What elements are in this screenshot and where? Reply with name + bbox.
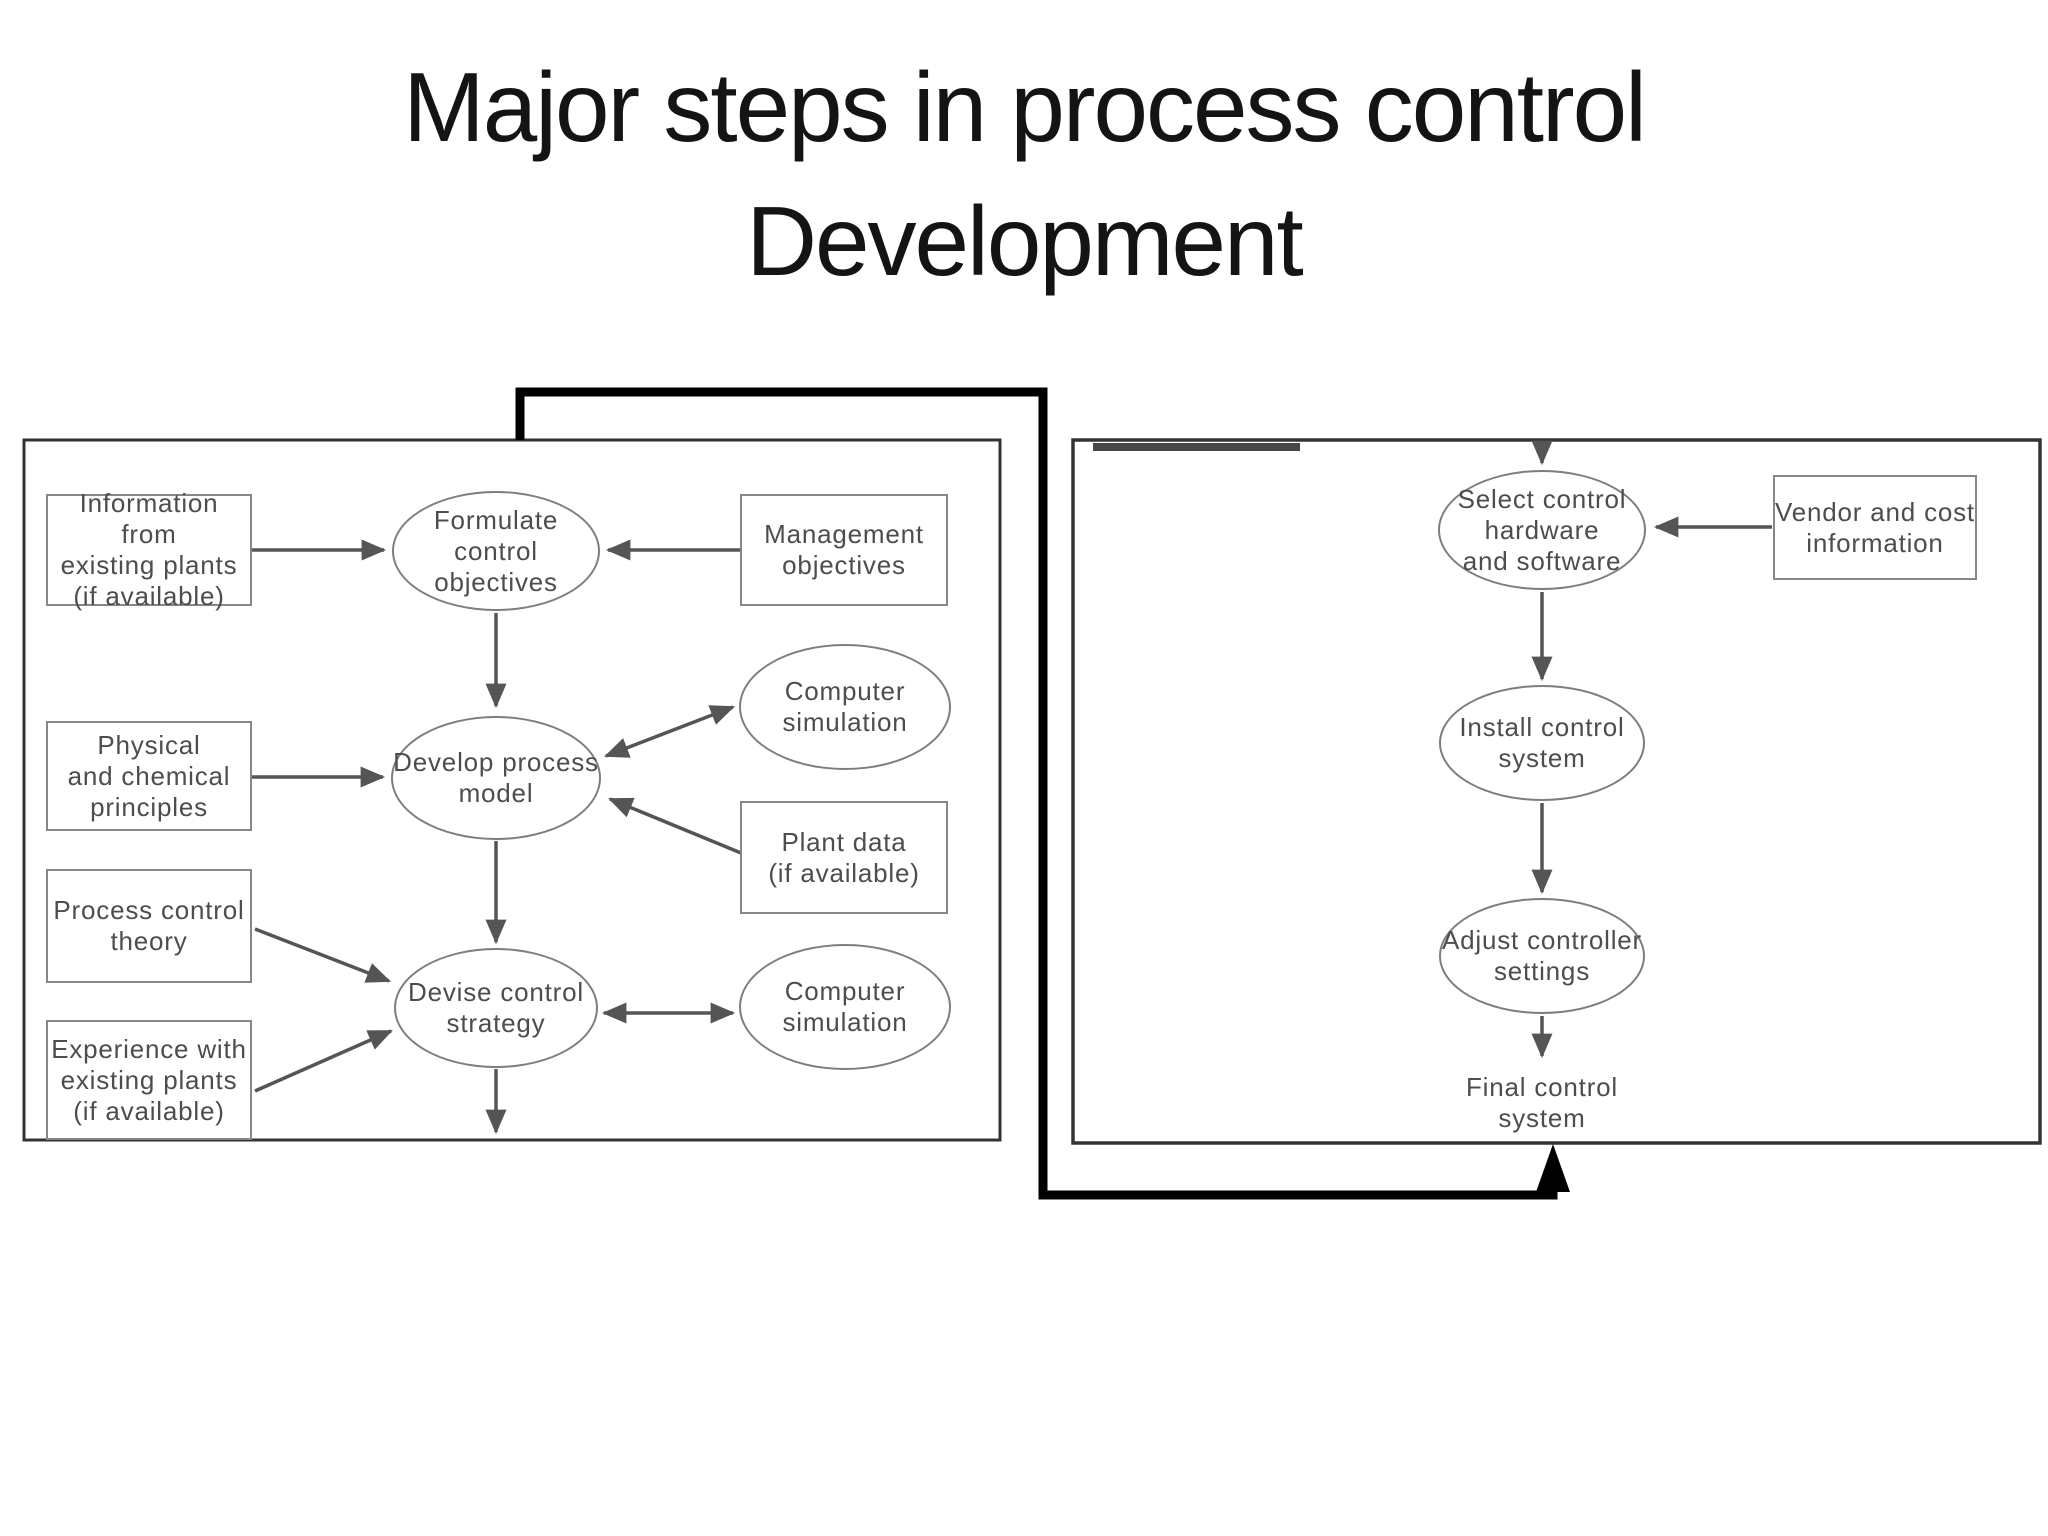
node-label: Develop process model (393, 747, 599, 808)
node-computer-simulation-top: Computer simulation (739, 644, 951, 770)
node-information-from-existing-plants: Information from existing plants (if ava… (46, 488, 252, 611)
node-label: Vendor and cost information (1775, 496, 1975, 558)
node-label: Experience with existing plants (if avai… (51, 1033, 247, 1126)
node-label: Computer simulation (782, 676, 908, 737)
node-label: Computer simulation (782, 976, 908, 1037)
node-label: Formulate control objectives (433, 504, 559, 597)
left-panel-border (22, 438, 1002, 1142)
node-physical-chemical-principles: Physical and chemical principles (46, 721, 252, 831)
node-devise-control-strategy: Devise control strategy (394, 948, 598, 1068)
left-panel-arrows (252, 539, 742, 1135)
connector-loop-arrowhead-icon (1536, 1144, 1570, 1192)
node-label: Final control system (1465, 1072, 1619, 1133)
node-experience-existing-plants: Experience with existing plants (if avai… (46, 1020, 252, 1140)
node-final-control-system: Final control system (1435, 1072, 1649, 1134)
arrow-experience-to-devise (254, 1029, 393, 1093)
slide-title: Major steps in process control Developme… (403, 52, 1647, 296)
node-adjust-controller-settings: Adjust controller settings (1439, 898, 1645, 1014)
node-computer-simulation-bottom: Computer simulation (739, 944, 951, 1070)
node-process-control-theory: Process control theory (46, 869, 252, 983)
node-formulate-control-objectives: Formulate control objectives (392, 491, 600, 611)
right-panel-arrows (1531, 440, 1772, 1059)
node-install-control-system: Install control system (1439, 685, 1645, 801)
arrow-plantdata-to-develop (608, 797, 742, 855)
node-label: Information from existing plants (if ava… (60, 488, 238, 611)
node-label: Adjust controller settings (1441, 925, 1643, 986)
node-develop-process-model: Develop process model (391, 716, 601, 840)
node-vendor-cost-information: Vendor and cost information (1773, 475, 1977, 580)
node-select-control-hardware-software: Select control hardware and software (1438, 470, 1646, 590)
right-panel-border (1071, 438, 2042, 1145)
node-label: Install control system (1459, 712, 1625, 773)
connector-loop (515, 387, 1558, 1200)
node-label: Plant data (if available) (768, 826, 920, 888)
node-label: Process control theory (53, 895, 245, 956)
node-management-objectives: Management objectives (740, 494, 948, 606)
node-label: Management objectives (764, 519, 924, 580)
node-label: Select control hardware and software (1457, 483, 1627, 576)
top-bar-fragment (1093, 443, 1300, 451)
arrow-develop-computersim (604, 705, 735, 758)
node-label: Physical and chemical principles (67, 729, 231, 822)
node-plant-data: Plant data (if available) (740, 801, 948, 914)
node-label: Devise control strategy (408, 977, 584, 1038)
arrow-theory-to-devise (254, 927, 391, 983)
